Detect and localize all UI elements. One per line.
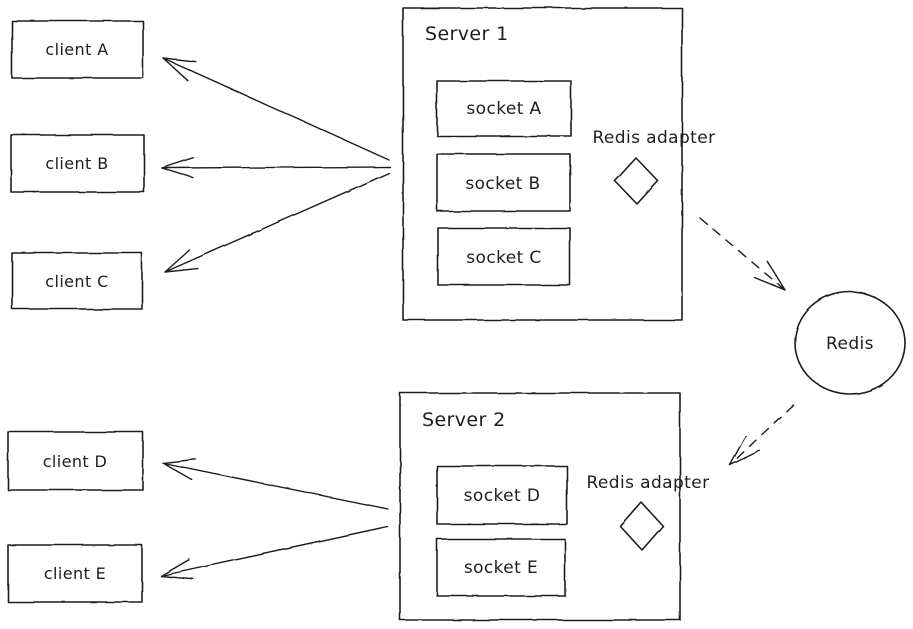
redis-adapter-1-diamond [614, 157, 659, 205]
client-e-box [7, 544, 143, 603]
client-b-label: client B [45, 154, 108, 173]
server-2-label: Server 2 [422, 409, 506, 431]
socket-e-label: socket E [464, 558, 538, 578]
socket-b-label: socket B [465, 174, 540, 194]
arrow-server2-to-client-d [162, 458, 389, 510]
socket-c-label: socket C [466, 248, 541, 268]
client-d-box [7, 431, 144, 491]
arrow-server1-to-client-c [164, 172, 390, 273]
client-b-box [10, 134, 145, 193]
socket-d-box [436, 465, 568, 525]
dashed-arrow-redis-to-adapter2 [729, 404, 794, 466]
client-a-label: client A [45, 40, 108, 59]
socket-b-box [436, 153, 571, 212]
client-e-label: client E [44, 564, 106, 583]
redis-circle [794, 291, 906, 395]
socket-a-label: socket A [466, 99, 541, 119]
socket-e-box [436, 538, 566, 597]
client-d-label: client D [43, 452, 108, 471]
redis-adapter-2-diamond [619, 501, 664, 551]
socket-d-label: socket D [464, 486, 541, 506]
server-2-box [399, 392, 681, 621]
arrow-server2-to-client-e [160, 526, 389, 580]
server-1-box [402, 7, 683, 321]
arrow-server1-to-client-b [161, 157, 391, 179]
client-c-label: client C [45, 272, 108, 291]
client-a-box [11, 20, 144, 79]
socket-c-box [437, 227, 571, 286]
redis-label: Redis [826, 334, 874, 354]
redis-adapter-1-label: Redis adapter [592, 128, 715, 148]
redis-adapter-2-label: Redis adapter [586, 473, 709, 493]
arrow-server1-to-client-a [162, 57, 390, 161]
client-c-box [11, 252, 143, 310]
socket-a-box [436, 80, 572, 137]
dashed-arrow-adapter1-to-redis [699, 217, 786, 291]
server-1-label: Server 1 [425, 23, 509, 45]
